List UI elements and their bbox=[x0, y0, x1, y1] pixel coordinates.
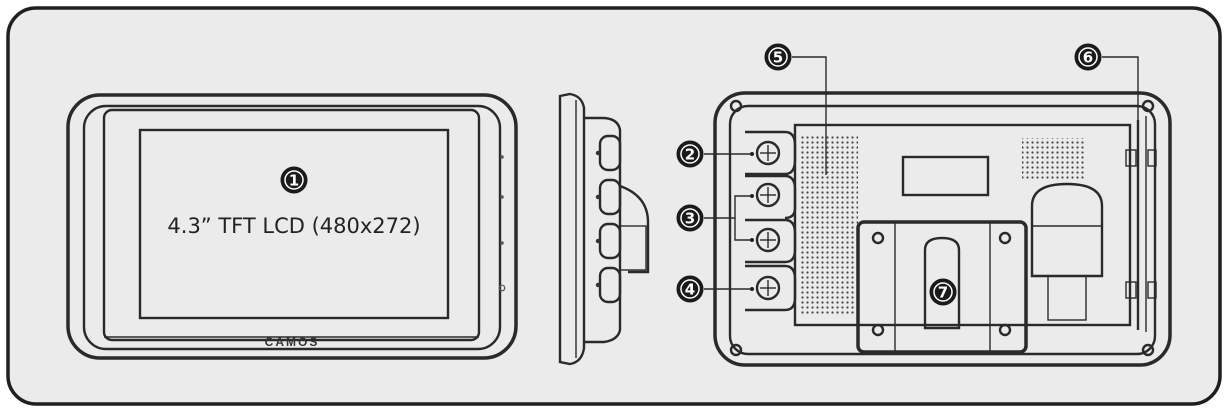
outer-frame bbox=[6, 6, 1222, 406]
port-3 bbox=[755, 227, 781, 253]
callout-7: 7 bbox=[929, 278, 957, 306]
svg-text:6: 6 bbox=[1083, 49, 1093, 67]
port-4 bbox=[755, 275, 781, 301]
lcd-spec-label: 4.3” TFT LCD (480x272) bbox=[167, 214, 420, 238]
side-bracket bbox=[619, 184, 650, 274]
bracket-slot bbox=[923, 236, 961, 330]
front-inner-bezel bbox=[102, 108, 481, 342]
rear-panel bbox=[793, 123, 1132, 327]
svg-text:4: 4 bbox=[685, 281, 695, 299]
svg-text:2: 2 bbox=[685, 146, 695, 164]
svg-text:3: 3 bbox=[685, 210, 695, 228]
svg-text:1: 1 bbox=[289, 172, 299, 190]
front-sensor bbox=[498, 284, 506, 292]
speaker-grille-left bbox=[800, 135, 858, 315]
connector-base bbox=[1047, 275, 1087, 321]
front-view: CAMOS 4.3” TFT LCD (480x272) 1 bbox=[66, 93, 518, 360]
lcd-screen bbox=[138, 128, 450, 320]
side-view bbox=[558, 92, 650, 366]
front-dot bbox=[500, 241, 504, 245]
mount-bracket bbox=[856, 220, 1028, 354]
callout-6: 6 bbox=[1074, 43, 1102, 71]
rear-inner-edge bbox=[728, 104, 1157, 356]
port-2 bbox=[755, 182, 781, 208]
front-housing bbox=[66, 93, 518, 360]
side-face bbox=[558, 92, 586, 366]
rear-view bbox=[704, 56, 1172, 367]
rear-ports bbox=[745, 130, 797, 312]
side-bracket-plate bbox=[619, 225, 647, 271]
port-1 bbox=[755, 140, 781, 166]
front-bezel bbox=[82, 104, 502, 351]
brand-logo: CAMOS bbox=[265, 335, 320, 349]
front-dot bbox=[500, 155, 504, 159]
callout-4: 4 bbox=[676, 275, 704, 303]
rear-housing bbox=[713, 91, 1172, 367]
callout-5: 5 bbox=[764, 43, 792, 71]
callout-3: 3 bbox=[676, 204, 704, 232]
callout-2: 2 bbox=[676, 140, 704, 168]
speaker-grille-right bbox=[1022, 138, 1084, 180]
connector-dome bbox=[1030, 182, 1104, 278]
svg-text:7: 7 bbox=[938, 284, 948, 302]
rear-label-area bbox=[901, 155, 990, 197]
front-dot bbox=[500, 195, 504, 199]
callout-1: 1 bbox=[280, 166, 308, 194]
svg-text:5: 5 bbox=[773, 49, 783, 67]
